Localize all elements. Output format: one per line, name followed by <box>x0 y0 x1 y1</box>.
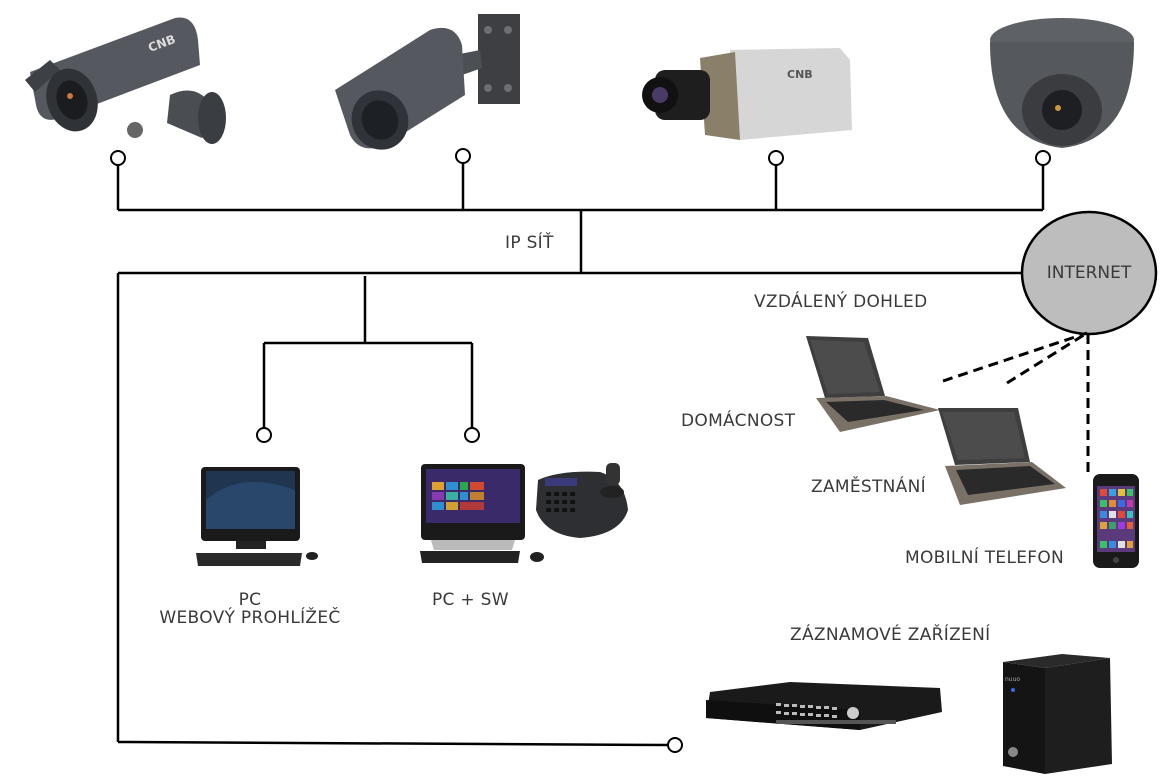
laptop-home-icon <box>806 336 940 432</box>
recorder-port[interactable] <box>667 737 683 753</box>
dvr-recorder-icon <box>706 682 942 730</box>
pc-browser-label-line1: PC <box>238 590 262 610</box>
nvr-recorder-icon: nuuo <box>1003 654 1112 774</box>
internet-label: INTERNET <box>1046 263 1132 283</box>
mobile-phone-icon <box>1093 474 1139 568</box>
work-link <box>1006 331 1088 385</box>
camera-3-port[interactable] <box>768 150 784 166</box>
camera-4-port[interactable] <box>1035 150 1051 166</box>
client-ports <box>256 427 683 753</box>
pc-browser-icon <box>196 467 318 566</box>
ip-network-label: IP SÍŤ <box>505 233 554 253</box>
mobile-phone-label: MOBILNÍ TELEFON <box>905 548 1065 568</box>
svg-text:nuuo: nuuo <box>1005 676 1020 683</box>
pc-browser-label: PC WEBOVÝ PROHLÍŽEČ <box>150 590 350 628</box>
bullet-camera-1-icon: CNB <box>25 17 226 144</box>
camera-bus <box>116 164 1045 273</box>
bullet-camera-2-icon <box>335 14 520 150</box>
camera-1-port[interactable] <box>110 150 126 166</box>
pc-browser-port[interactable] <box>256 427 272 443</box>
dome-camera-icon <box>990 18 1134 148</box>
box-camera-icon: CNB <box>642 48 852 140</box>
remote-monitoring-heading: VZDÁLENÝ DOHLED <box>754 292 928 312</box>
laptop-work-icon <box>938 408 1066 505</box>
home-link <box>942 331 1088 383</box>
remote-links <box>942 331 1090 472</box>
work-label: ZAMĚSTNÁNÍ <box>811 477 926 497</box>
pc-sw-label: PC + SW <box>432 590 509 610</box>
camera-ports <box>110 148 1051 166</box>
svg-text:CNB: CNB <box>787 68 813 81</box>
home-label: DOMÁCNOST <box>681 411 796 431</box>
pc-sw-icon <box>420 463 628 563</box>
lan <box>116 271 1022 747</box>
pc-sw-port[interactable] <box>464 427 480 443</box>
camera-2-port[interactable] <box>455 148 471 164</box>
recording-device-heading: ZÁZNAMOVÉ ZAŘÍZENÍ <box>790 625 991 645</box>
pc-browser-label-line2: WEBOVÝ PROHLÍŽEČ <box>159 608 341 628</box>
recorder-link <box>117 740 669 747</box>
